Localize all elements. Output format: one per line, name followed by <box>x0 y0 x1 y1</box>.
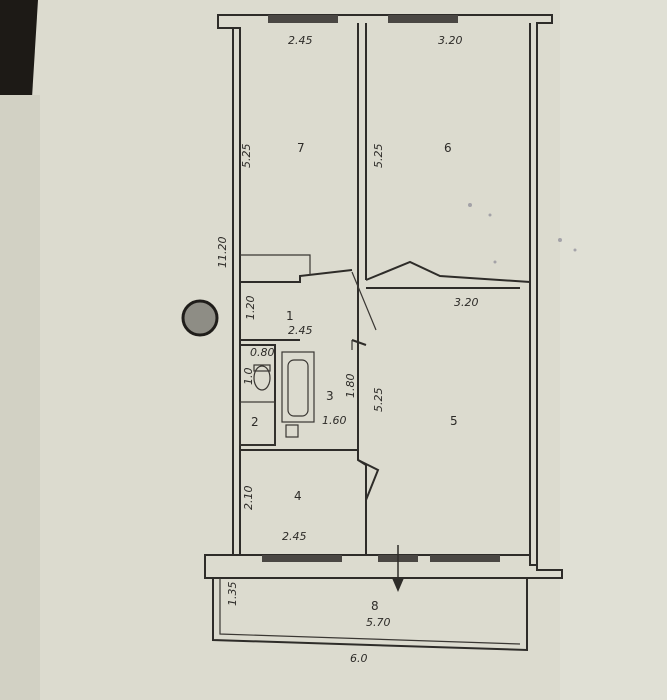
room-6-width: 3.20 <box>438 34 463 47</box>
paper-sheet <box>14 0 667 700</box>
exit-arrow-icon <box>392 545 404 592</box>
overall-height: 11.20 <box>216 237 229 269</box>
room-2-number: 2 <box>251 415 259 429</box>
room-2-length: 1.0 <box>242 368 255 386</box>
bathroom-fixtures <box>239 351 315 446</box>
room-2-width: 0.80 <box>250 346 275 359</box>
balcony <box>212 578 528 652</box>
room-8-width: 5.70 <box>366 616 391 629</box>
room-2: 0.80 1.0 2 <box>242 346 275 429</box>
room-7-width: 2.45 <box>288 34 313 47</box>
room-3: 1.60 1.80 3 <box>322 374 357 428</box>
room-4-width: 2.45 <box>282 530 307 543</box>
paper-edge-left <box>0 95 40 700</box>
room-5: 3.20 5.25 5 <box>372 296 479 428</box>
room-6: 3.20 5.25 6 <box>372 34 463 168</box>
room-3-number: 3 <box>326 389 334 403</box>
room-5-width: 3.20 <box>454 296 479 309</box>
room-4-number: 4 <box>294 489 302 503</box>
paper-glare <box>560 0 667 700</box>
room-3-length: 1.80 <box>344 374 357 399</box>
room-1: 2.45 1.20 1 <box>244 296 313 338</box>
room-6-number: 6 <box>444 141 452 155</box>
room-5-length: 5.25 <box>372 388 385 413</box>
room-1-length: 1.20 <box>244 296 257 321</box>
room-7-number: 7 <box>297 141 305 155</box>
room-4-length: 2.10 <box>242 486 255 511</box>
room-8-number: 8 <box>371 599 379 613</box>
room-7: 2.45 5.25 7 <box>240 34 313 168</box>
room-8-balcony: 5.70 1.35 8 <box>226 582 391 630</box>
room-8-depth: 1.35 <box>226 582 239 607</box>
room-3-width: 1.60 <box>322 414 347 427</box>
room-1-number: 1 <box>286 309 294 323</box>
ventilation-shaft-icon <box>181 299 219 337</box>
room-6-length: 5.25 <box>372 144 385 169</box>
overall-bottom: 6.0 <box>350 652 368 665</box>
room-5-number: 5 <box>450 414 458 428</box>
room-4: 2.45 2.10 4 <box>242 486 307 544</box>
room-7-length: 5.25 <box>240 144 253 169</box>
paper-specks <box>468 203 577 264</box>
room-1-width: 2.45 <box>288 324 313 337</box>
